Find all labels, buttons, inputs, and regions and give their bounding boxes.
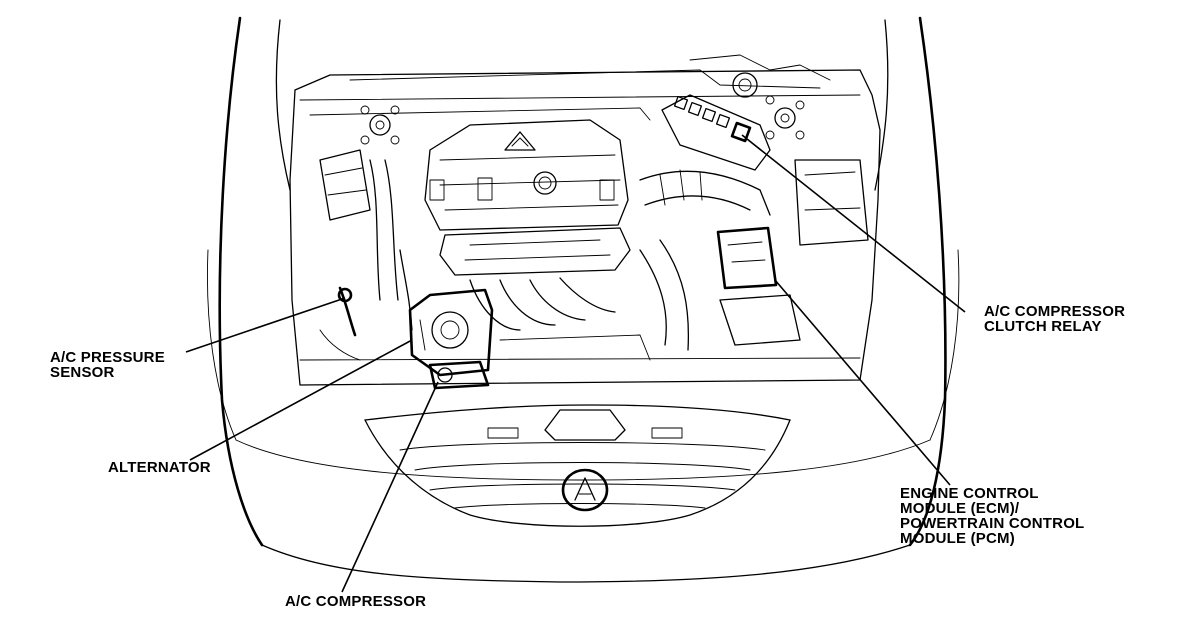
- ecm-pcm-unit: [716, 226, 801, 346]
- label-alternator-line1: ALTERNATOR: [108, 459, 211, 476]
- label-ecm-pcm-line2: MODULE (ECM)/: [900, 500, 1020, 517]
- label-ac-pressure-sensor: A/C PRESSURE SENSOR: [50, 350, 165, 380]
- intake-manifold: [439, 227, 651, 361]
- cowl-details: [349, 54, 831, 145]
- label-ecm-pcm-line4: MODULE (PCM): [900, 530, 1015, 547]
- label-ac-compressor-line1: A/C COMPRESSOR: [285, 593, 427, 610]
- label-ac-compressor-clutch-relay-line2: CLUTCH RELAY: [984, 318, 1102, 335]
- engine-bay-perimeter: [289, 69, 881, 386]
- relay-box: [661, 94, 771, 171]
- leader-ecm-pcm: [774, 279, 951, 486]
- leader-ac-compressor: [341, 381, 439, 593]
- leader-alternator: [189, 339, 413, 461]
- leader-lines: [185, 134, 966, 593]
- engine-cover: [424, 119, 629, 231]
- alternator: [408, 288, 494, 377]
- label-ecm-pcm-line3: POWERTRAIN CONTROL: [900, 515, 1085, 532]
- leader-ac-pressure-sensor: [185, 297, 346, 353]
- label-alternator: ALTERNATOR: [108, 460, 211, 475]
- hood-outline: [207, 16, 960, 583]
- front-grille: [364, 404, 791, 527]
- ac-compressor: [428, 360, 490, 390]
- left-side-components: [319, 149, 413, 361]
- label-ac-compressor: A/C COMPRESSOR: [285, 594, 426, 609]
- label-ecm-pcm: ENGINE CONTROL MODULE (ECM)/ POWERTRAIN …: [900, 486, 1084, 546]
- leader-ac-compressor-clutch-relay: [741, 134, 966, 313]
- label-ac-compressor-clutch-relay-line1: A/C COMPRESSOR: [984, 303, 1126, 320]
- label-ac-pressure-sensor-line2: SENSOR: [50, 364, 115, 381]
- label-ac-compressor-clutch-relay: A/C COMPRESSOR CLUTCH RELAY: [984, 304, 1125, 334]
- label-ac-pressure-sensor-line1: A/C PRESSURE: [50, 349, 165, 366]
- label-ecm-pcm-line1: ENGINE CONTROL: [900, 485, 1039, 502]
- battery-area: [794, 159, 869, 246]
- air-intake-duct: [639, 169, 771, 351]
